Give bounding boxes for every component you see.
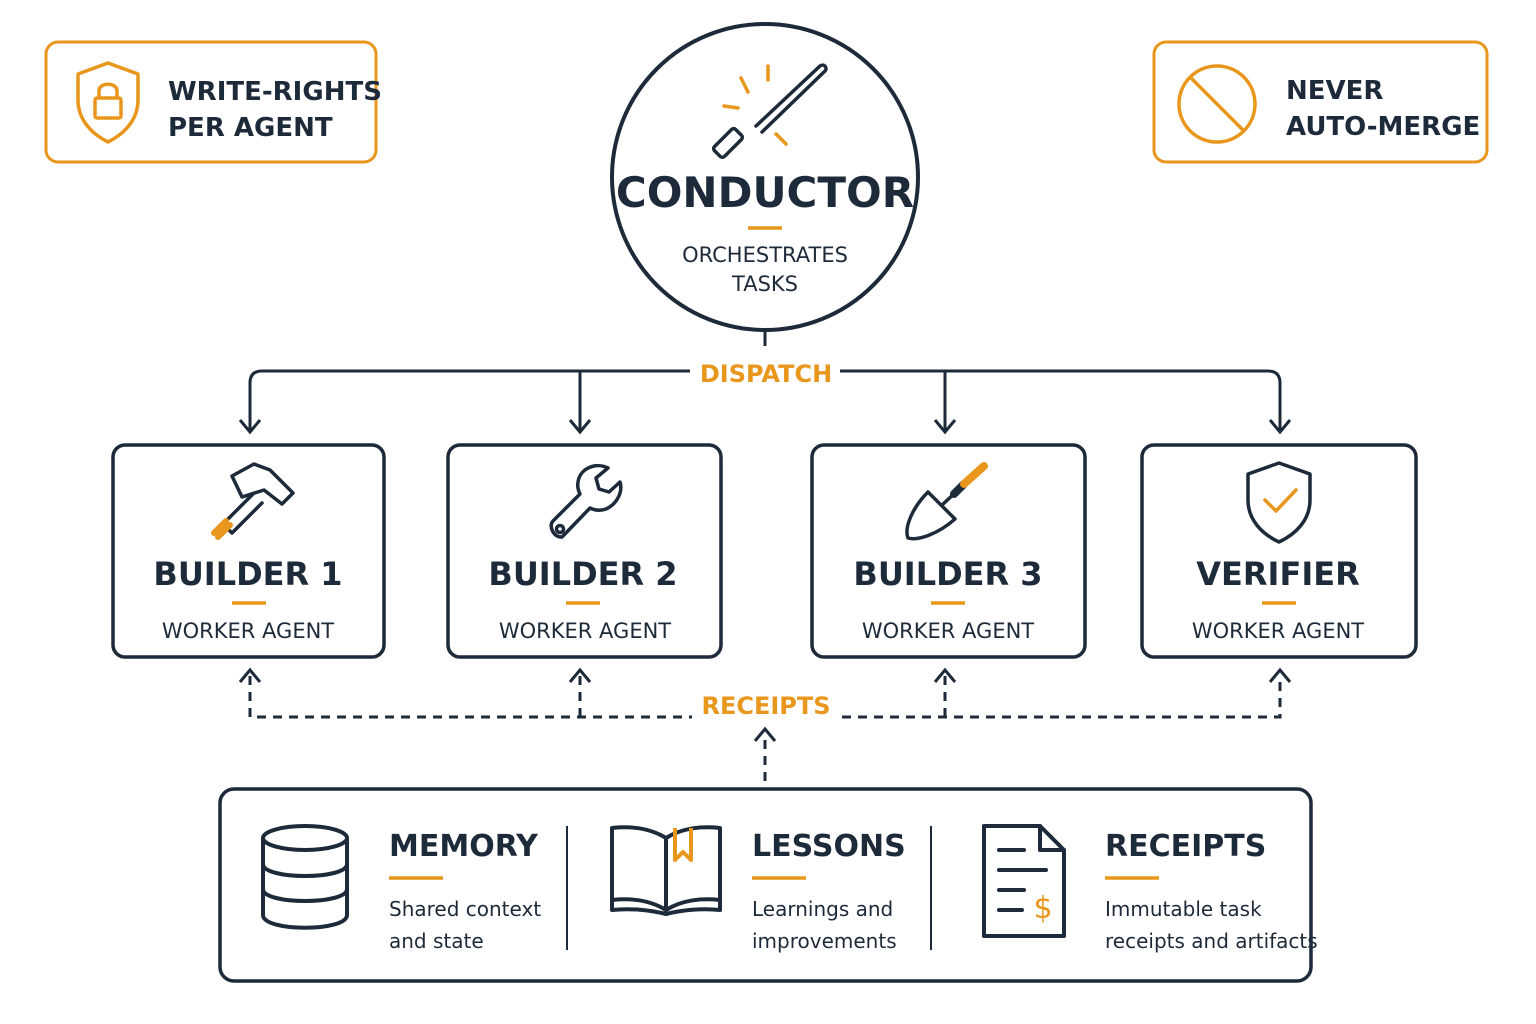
agent-1-sub: WORKER AGENT [162,619,334,643]
dispatch-label: DISPATCH [700,360,832,388]
wrench-icon [549,463,623,539]
receipts-connectors [248,676,1282,788]
never-merge-line1: NEVER [1286,76,1383,106]
shield-check-icon [1246,461,1312,544]
receipts-label: RECEIPTS [701,692,830,720]
shield-lock-icon [76,61,140,144]
lessons-line2: improvements [752,929,897,953]
hammer-icon [211,462,295,540]
memory-line1: Shared context [389,897,541,921]
write-rights-line2: PER AGENT [168,113,333,143]
trowel-icon [905,462,988,541]
agent-verifier: VERIFIER WORKER AGENT [1140,443,1418,659]
agent-4-sub: WORKER AGENT [1192,619,1364,643]
lessons-line1: Learnings and [752,897,893,921]
agent-builder-3: BUILDER 3 WORKER AGENT [810,443,1087,659]
database-icon [261,824,349,930]
agent-builder-1: BUILDER 1 WORKER AGENT [111,443,386,659]
agent-3-sub: WORKER AGENT [862,619,1034,643]
store-receipts: $ RECEIPTS Immutable task receipts and a… [982,824,1318,953]
agent-3-title: BUILDER 3 [853,555,1042,593]
conductor-sub1: ORCHESTRATES [682,243,848,267]
memory-line2: and state [389,929,484,953]
lessons-title: LESSONS [752,829,906,864]
book-icon [610,825,722,916]
receipt-icon [982,824,1066,938]
agent-4-title: VERIFIER [1196,555,1359,593]
write-rights-badge: WRITE-RIGHTS PER AGENT [44,40,382,164]
memory-title: MEMORY [389,829,539,864]
agent-2-title: BUILDER 2 [488,555,677,593]
store-memory: MEMORY Shared context and state [261,824,541,953]
agent-builder-2: BUILDER 2 WORKER AGENT [446,443,723,659]
agent-1-title: BUILDER 1 [153,555,342,593]
never-auto-merge-badge: NEVER AUTO-MERGE [1152,40,1489,164]
never-merge-line2: AUTO-MERGE [1286,112,1480,142]
store-panel: MEMORY Shared context and state LESSONS … [218,787,1318,983]
conductor-node: CONDUCTOR ORCHESTRATES TASKS [610,22,920,332]
receipts-arrowheads [238,667,1292,742]
receipts-line2: receipts and artifacts [1105,929,1318,953]
baton-icon [711,63,828,160]
receipts-line1: Immutable task [1105,897,1262,921]
agent-2-sub: WORKER AGENT [499,619,671,643]
write-rights-line1: WRITE-RIGHTS [168,77,382,107]
prohibited-icon [1177,64,1257,144]
store-lessons: LESSONS Learnings and improvements [610,825,906,953]
dollar-sign-icon: $ [1033,891,1052,926]
conductor-sub2: TASKS [731,272,798,296]
conductor-title: CONDUCTOR [616,168,914,217]
receipts-store-title: RECEIPTS [1105,829,1266,864]
dispatch-connectors [238,330,1292,435]
